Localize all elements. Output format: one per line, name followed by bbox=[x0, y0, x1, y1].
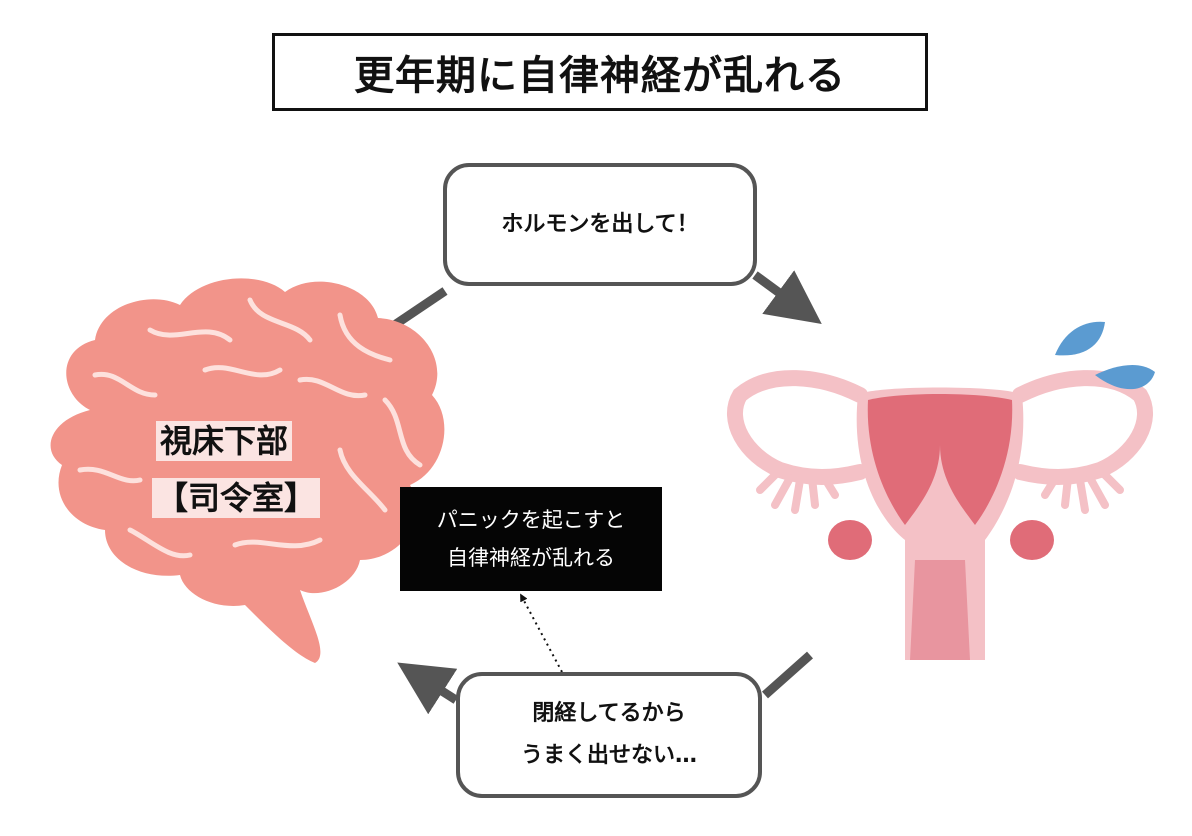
arrow-top-to-uterus bbox=[752, 270, 822, 324]
brain-illustration bbox=[50, 278, 445, 663]
control-room-label: 【司令室】 bbox=[152, 478, 321, 518]
uterus-illustration bbox=[727, 370, 1153, 660]
arrow-uterus-to-bottom bbox=[762, 651, 813, 699]
menopause-reply-line2: うまく出せない… bbox=[520, 743, 697, 768]
arrow-bottom-to-brain bbox=[397, 662, 459, 715]
speech-bubble-hormone-request: ホルモンを出して！ bbox=[443, 163, 757, 286]
panic-note-line2: 自律神経が乱れる bbox=[447, 546, 615, 570]
hypothalamus-label: 視床下部 bbox=[156, 421, 293, 461]
panic-note-line1: パニックを起こすと bbox=[436, 508, 626, 532]
panic-note-box: パニックを起こすと 自律神経が乱れる bbox=[400, 487, 662, 591]
cycle-arrows bbox=[390, 270, 822, 715]
arrow-brain-to-top bbox=[390, 287, 448, 330]
hormone-request-text: ホルモンを出して！ bbox=[501, 211, 699, 237]
diagram-title: 更年期に自律神経が乱れる bbox=[272, 33, 928, 111]
sweat-drop-icon bbox=[1055, 321, 1155, 390]
menopause-reply-line1: 閉経してるから bbox=[532, 701, 686, 726]
dotted-connector bbox=[520, 593, 563, 673]
speech-bubble-menopause-reply: 閉経してるから うまく出せない… bbox=[456, 672, 762, 798]
